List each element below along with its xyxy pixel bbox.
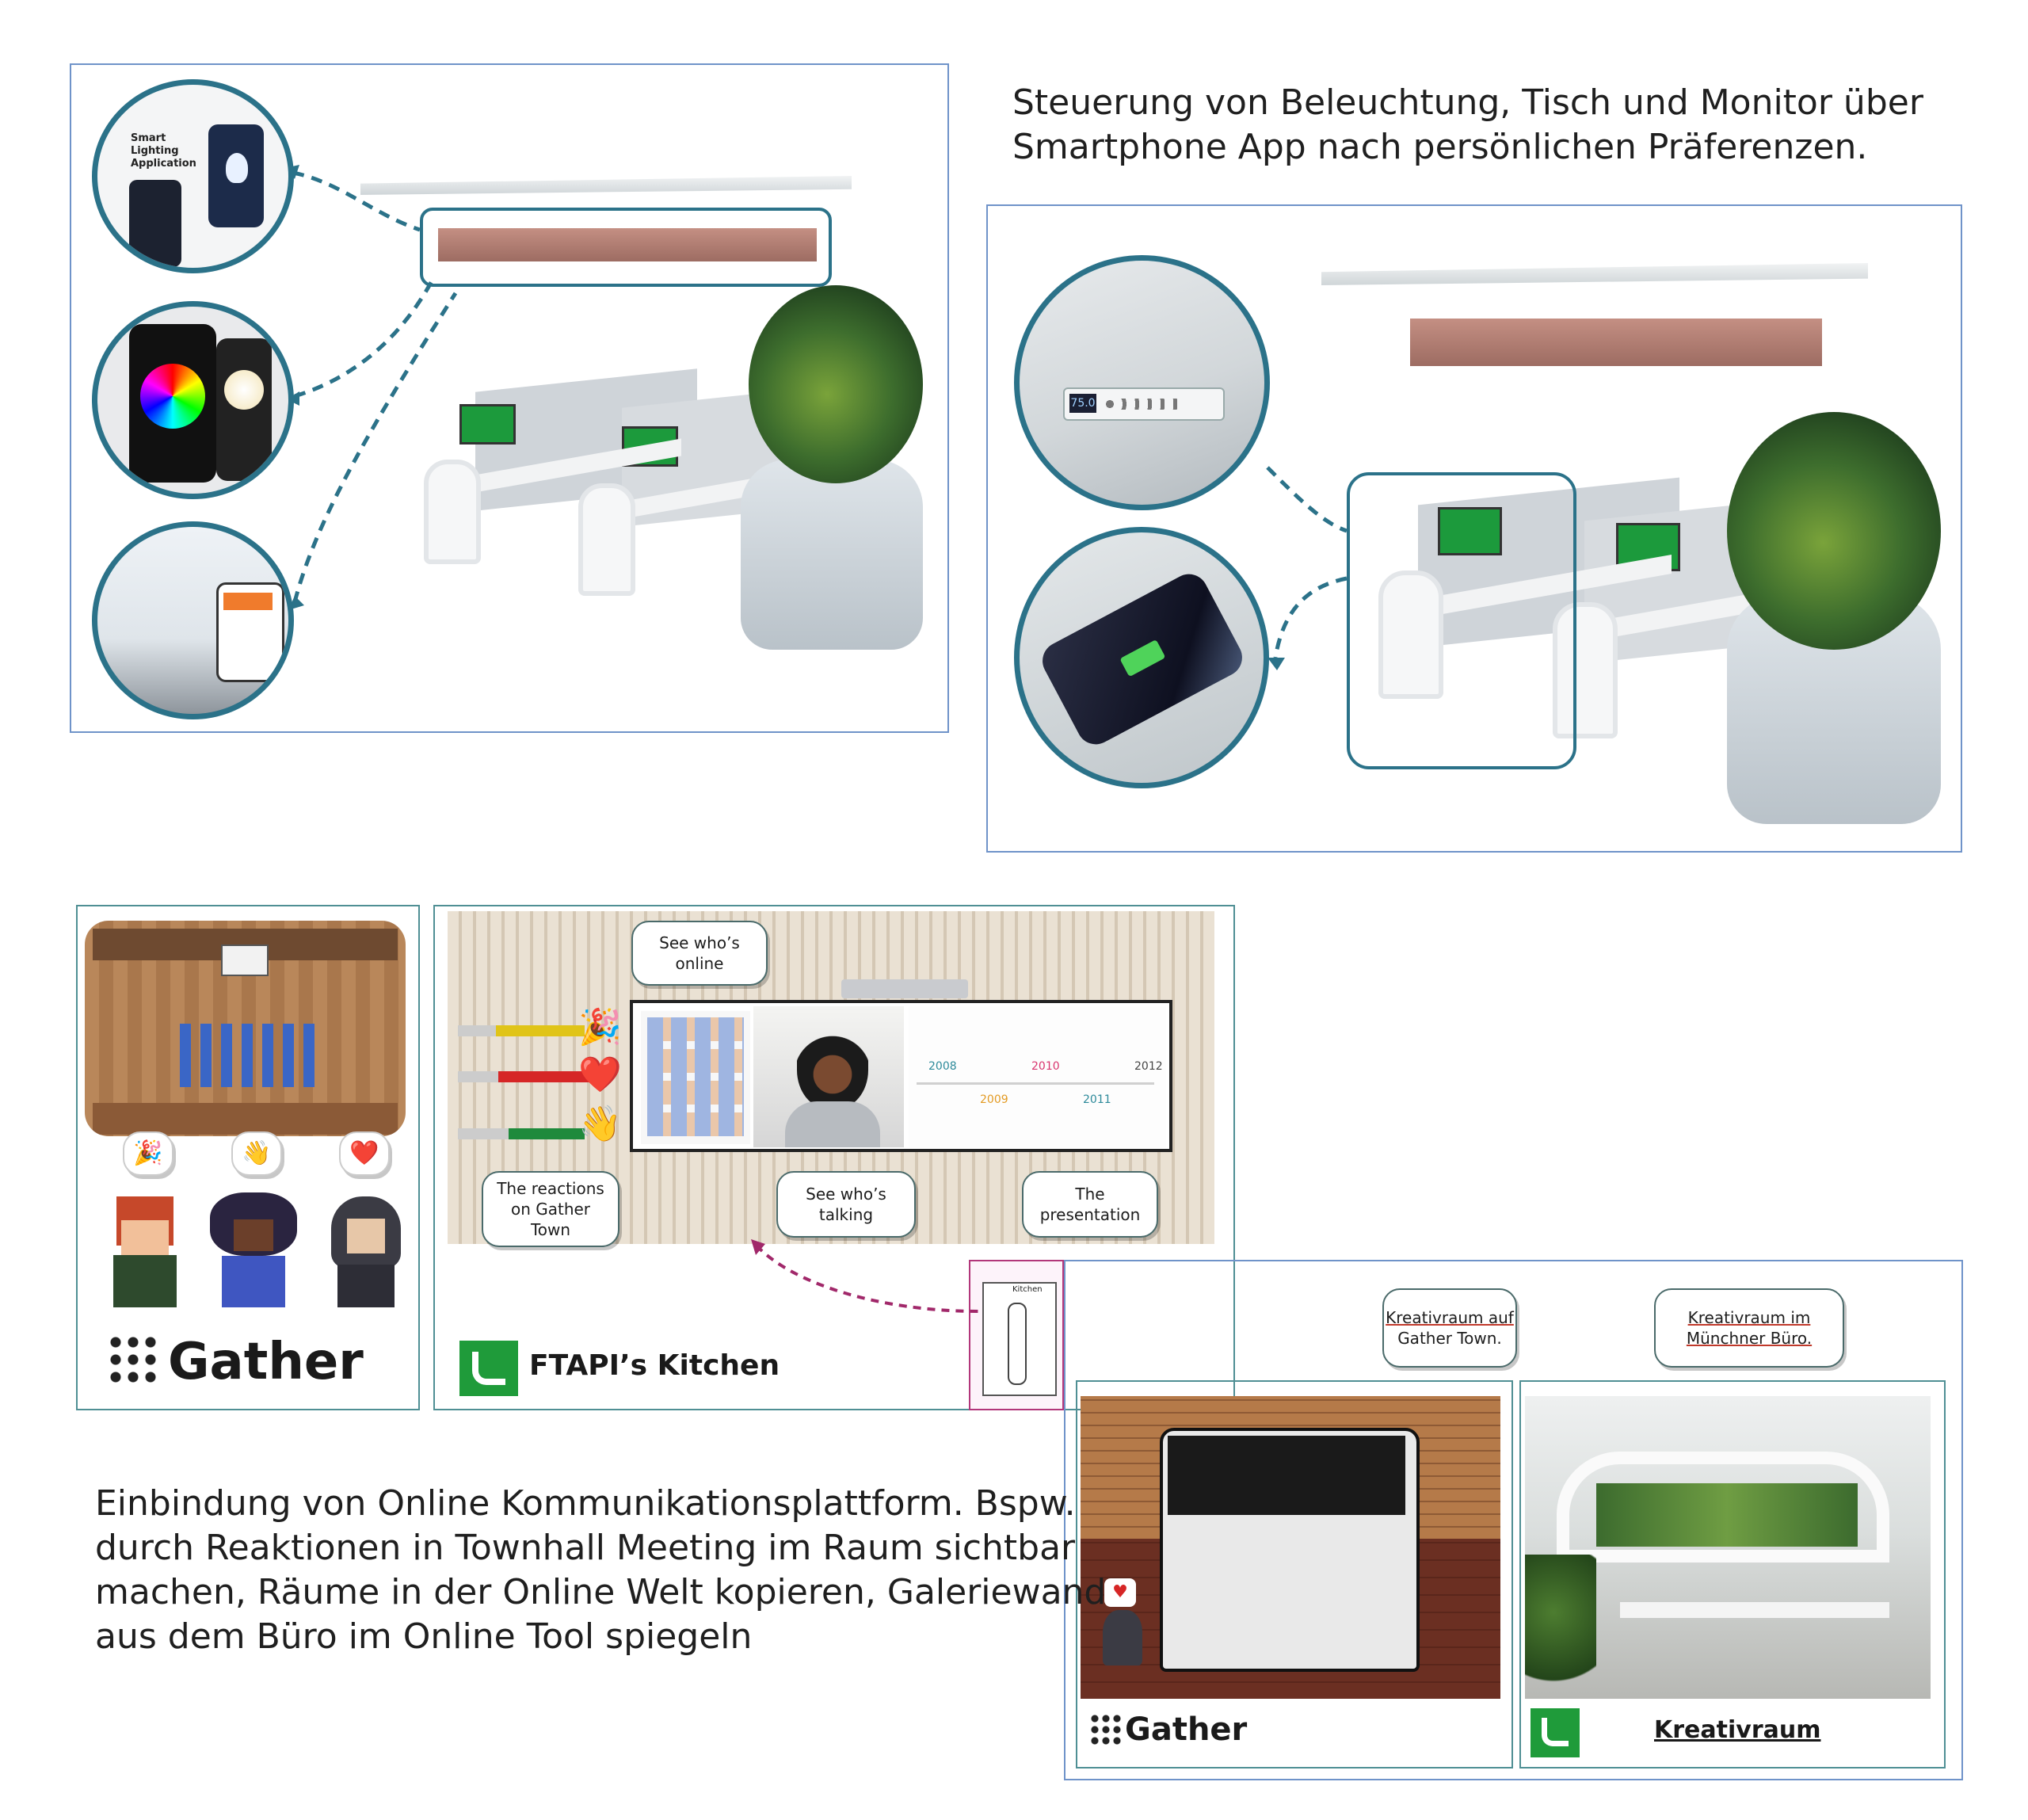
chair-icon <box>424 460 481 564</box>
phone-icon <box>129 324 216 483</box>
timeline-year: 2012 <box>1134 1060 1163 1073</box>
party-reaction-icon: 🎉 <box>133 1139 163 1167</box>
timeline-year: 2009 <box>980 1093 1008 1106</box>
chair-icon <box>578 483 635 596</box>
gather-kreativ-frame <box>1076 1380 1513 1768</box>
pixel-avatar <box>1103 1610 1142 1665</box>
gather-logo-icon <box>1089 1713 1121 1748</box>
phone-icon <box>208 124 264 227</box>
seat-rows <box>180 1024 314 1087</box>
phone-icon <box>1035 567 1249 751</box>
lamp-highlight <box>420 208 832 287</box>
chair-icon <box>1553 602 1618 738</box>
phone-icon <box>216 338 272 481</box>
workstation-illustration <box>400 285 939 673</box>
battery-icon <box>1119 639 1166 677</box>
kreativraum-frame <box>1064 1260 1963 1780</box>
wireless-charging-circle <box>1014 527 1269 788</box>
top-left-connectors <box>285 165 458 610</box>
plants <box>1727 412 1941 650</box>
office-app-circle <box>92 521 294 719</box>
timeline-year: 2011 <box>1083 1093 1111 1106</box>
bottom-description: Einbindung von Online Kommunikationsplat… <box>95 1483 1107 1657</box>
timeline-year: 2010 <box>1031 1060 1060 1073</box>
workstation-illustration <box>1331 412 1957 840</box>
gather-logo-icon <box>107 1334 161 1389</box>
monitor-icon <box>459 404 516 445</box>
monitor-icon <box>1438 507 1502 555</box>
plants <box>749 285 923 483</box>
reaction-bar-wave <box>458 1128 585 1139</box>
presentation-timeline: 2008 2009 2010 2011 2012 <box>909 1006 1166 1147</box>
ftapi-logo-icon <box>1531 1708 1580 1757</box>
ftapi-kitchen-frame <box>433 905 1235 1410</box>
timeline-year: 2008 <box>928 1060 957 1073</box>
gather-logo-small: Gather <box>1125 1711 1248 1748</box>
top-right-connectors <box>1266 466 1348 670</box>
video-wall: 2008 2009 2010 2011 2012 <box>630 1000 1172 1152</box>
app-title: Smart Lighting Application <box>131 132 196 170</box>
workstation-highlight <box>1347 472 1576 769</box>
avatar-grid <box>641 1011 750 1144</box>
planter <box>741 460 923 650</box>
heart-reaction-bubble: ❤️ <box>339 1131 390 1176</box>
pixel-avatar <box>210 1192 297 1307</box>
person-photo <box>797 1022 868 1109</box>
smart-lighting-app-circle: Smart Lighting Application <box>92 79 294 273</box>
camera-bar <box>841 979 968 998</box>
pendant-lamp <box>1410 319 1822 366</box>
phone-icon <box>216 582 284 682</box>
gather-logo: Gather <box>168 1333 364 1391</box>
top-right-heading: Steuerung von Beleuchtung, Tisch und Mon… <box>1012 82 1923 167</box>
ftapi-kitchen-logo: FTAPI’s Kitchen <box>529 1349 780 1382</box>
kreativraum-label: Kreativraum <box>1654 1716 1821 1744</box>
heart-icon: ❤️ <box>578 1055 622 1095</box>
phone-icon <box>129 180 181 267</box>
heart-reaction-bubble: ♥ <box>1104 1578 1136 1607</box>
desk-buttons <box>1104 399 1184 410</box>
gather-panel-frame <box>76 905 420 1410</box>
pink-dashed-connector <box>751 1239 979 1313</box>
munich-kreativ-frame <box>1519 1380 1946 1768</box>
party-icon: 🎉 <box>578 1007 622 1047</box>
kitchen-floorplan: Kitchen <box>982 1282 1057 1396</box>
wave-icon: 👋 <box>578 1104 622 1144</box>
chair-icon <box>1378 570 1443 699</box>
wave-reaction-icon: 👋 <box>242 1139 272 1167</box>
munich-office-photo <box>1525 1396 1931 1699</box>
reaction-bar-heart <box>458 1071 593 1082</box>
gather-townhall-map <box>85 921 406 1136</box>
desk-height-display: 75.0 <box>1069 394 1096 413</box>
pixel-avatar <box>105 1196 185 1307</box>
top-right-frame <box>986 204 1962 853</box>
reaction-bar-party <box>458 1025 585 1036</box>
top-left-frame <box>70 63 949 733</box>
party-reaction-bubble: 🎉 <box>123 1131 173 1176</box>
pendant-lamp <box>438 228 817 261</box>
projection-screen <box>221 944 269 976</box>
desk-control-circle: 75.0 <box>1014 255 1270 510</box>
video-call-tile <box>753 1006 904 1147</box>
color-picker-circle <box>92 301 294 499</box>
ftapi-logo-icon <box>459 1341 518 1396</box>
plant <box>1525 1555 1596 1699</box>
wave-reaction-bubble: 👋 <box>231 1131 282 1176</box>
gather-kreativraum-map: ♥ <box>1081 1396 1500 1699</box>
heart-reaction-icon: ❤️ <box>349 1139 379 1167</box>
pixel-avatar <box>326 1196 406 1307</box>
desk-control-panel: 75.0 <box>1063 387 1225 421</box>
kitchen-label: Kitchen <box>1012 1285 1043 1294</box>
